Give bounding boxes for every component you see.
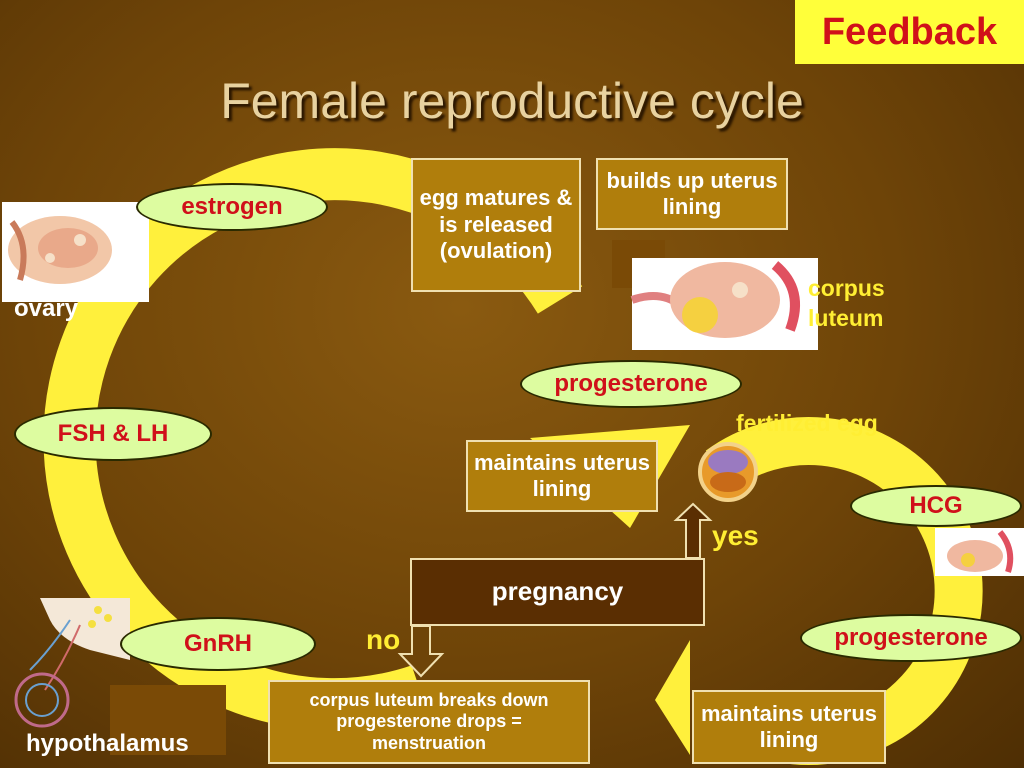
pregnancy-cycle-arrowhead: [655, 640, 690, 755]
ovary-illustration: [2, 202, 149, 302]
small-ovary-illustration: [935, 528, 1024, 576]
fertilized-egg-label: fertilized egg: [736, 410, 878, 436]
corpus-luteum-breaks-box: corpus luteum breaks down progesterone d…: [268, 680, 590, 764]
hypothalamus-label: hypothalamus: [26, 730, 189, 757]
maintains-lining-box: maintains uterus lining: [466, 440, 658, 512]
builds-up-box: builds up uterus lining: [596, 158, 788, 230]
ovary-label: ovary: [14, 295, 79, 322]
corpus-luteum-illustration: [612, 240, 818, 350]
fertilized-egg-illustration: [698, 442, 758, 502]
hypothalamus-illustration: [14, 598, 226, 755]
fsh-lh-pill: FSH & LH: [14, 407, 212, 461]
corpus-luteum-label: corpus luteum: [808, 275, 885, 331]
maintains-lining-pregnancy-box: maintains uterus lining: [692, 690, 886, 764]
yes-arrow: [673, 502, 713, 559]
yes-label: yes: [712, 520, 759, 551]
feedback-button[interactable]: Feedback: [795, 0, 1024, 64]
hcg-pill: HCG: [850, 485, 1022, 527]
page-title: Female reproductive cycle: [220, 73, 804, 129]
progesterone-pill: progesterone: [520, 360, 742, 408]
egg-matures-box: egg matures & is released (ovulation): [411, 158, 581, 292]
no-arrow: [397, 625, 445, 678]
no-label: no: [366, 624, 401, 655]
pregnancy-box: pregnancy: [410, 558, 705, 626]
gnrh-pill: GnRH: [120, 617, 316, 671]
estrogen-pill: estrogen: [136, 183, 328, 231]
progesterone-pregnancy-pill: progesterone: [800, 614, 1022, 662]
